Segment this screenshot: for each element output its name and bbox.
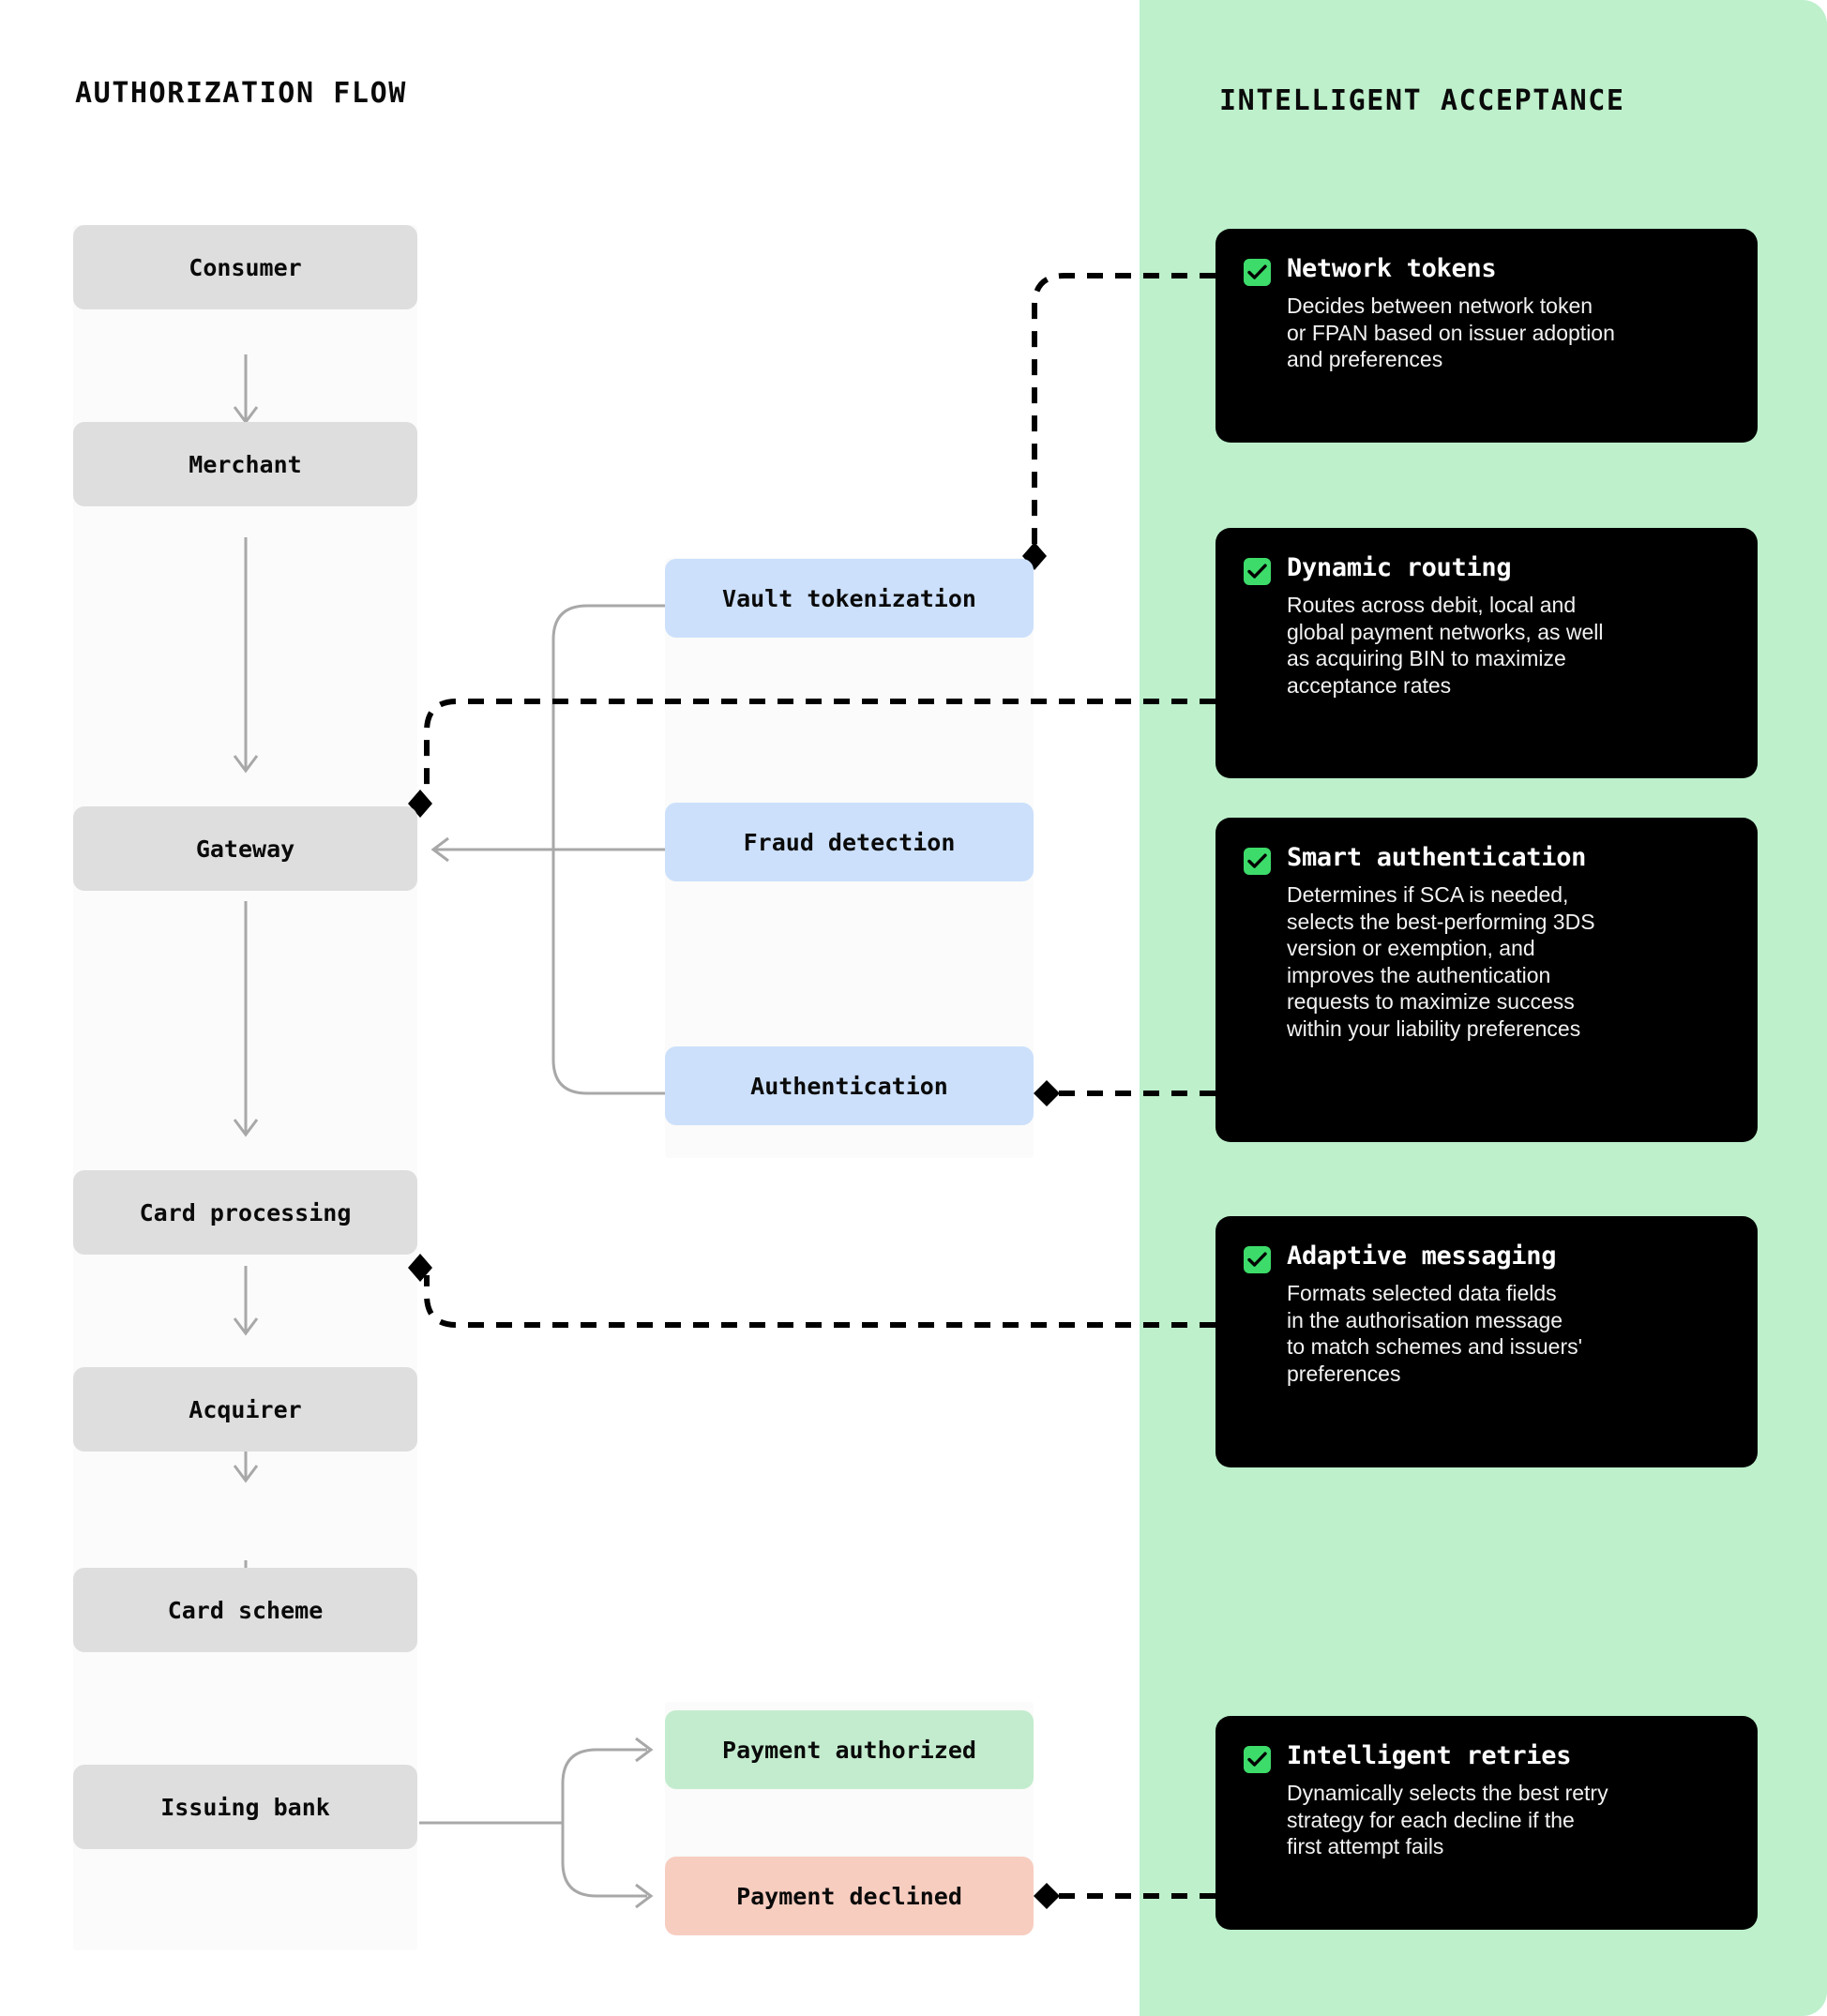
feature-card-adaptive-messaging[interactable]: Adaptive messaging Formats selected data… bbox=[1215, 1216, 1758, 1467]
flow-node-issuing-bank[interactable]: Issuing bank bbox=[73, 1765, 417, 1849]
feature-card-body: Dynamically selects the best retry strat… bbox=[1287, 1781, 1608, 1859]
feature-card-dynamic-routing[interactable]: Dynamic routing Routes across debit, loc… bbox=[1215, 528, 1758, 778]
flow-node-card-scheme[interactable]: Card scheme bbox=[73, 1568, 417, 1652]
authorization-flow-heading: AUTHORIZATION FLOW bbox=[75, 77, 407, 110]
feature-card-title: Smart authentication bbox=[1287, 843, 1587, 872]
feature-card-header: Intelligent retries bbox=[1244, 1742, 1729, 1773]
outcome-box-payment-declined[interactable]: Payment declined bbox=[665, 1857, 1034, 1935]
checkbox-checked-icon[interactable] bbox=[1244, 848, 1271, 875]
feature-card-title: Intelligent retries bbox=[1287, 1741, 1572, 1770]
flow-node-card-processing[interactable]: Card processing bbox=[73, 1170, 417, 1255]
link-diamond bbox=[1034, 1080, 1060, 1106]
feature-card-title: Adaptive messaging bbox=[1287, 1241, 1557, 1271]
service-box-authentication[interactable]: Authentication bbox=[665, 1046, 1034, 1125]
service-brace bbox=[430, 604, 665, 1095]
checkbox-checked-icon[interactable] bbox=[1244, 1746, 1271, 1773]
feature-card-header: Smart authentication bbox=[1244, 844, 1729, 875]
feature-card-header: Network tokens bbox=[1244, 255, 1729, 286]
feature-card-smart-authentication[interactable]: Smart authentication Determines if SCA i… bbox=[1215, 818, 1758, 1142]
flow-node-gateway[interactable]: Gateway bbox=[73, 806, 417, 891]
feature-card-title: Network tokens bbox=[1287, 254, 1497, 283]
link-diamond bbox=[1034, 1883, 1060, 1909]
service-box-vault-tokenization[interactable]: Vault tokenization bbox=[665, 559, 1034, 638]
feature-card-header: Dynamic routing bbox=[1244, 554, 1729, 585]
link-adaptive-messaging bbox=[408, 1254, 1215, 1328]
feature-card-body: Determines if SCA is needed, selects the… bbox=[1287, 882, 1595, 1041]
checkbox-checked-icon[interactable] bbox=[1244, 259, 1271, 286]
outcome-brace bbox=[419, 1737, 654, 1909]
flow-node-merchant[interactable]: Merchant bbox=[73, 422, 417, 506]
feature-card-network-tokens[interactable]: Network tokens Decides between network t… bbox=[1215, 229, 1758, 443]
feature-card-body: Decides between network token or FPAN ba… bbox=[1287, 293, 1615, 372]
flow-node-consumer[interactable]: Consumer bbox=[73, 225, 417, 309]
flow-node-acquirer[interactable]: Acquirer bbox=[73, 1367, 417, 1452]
checkbox-checked-icon[interactable] bbox=[1244, 1246, 1271, 1273]
feature-card-body: Formats selected data fields in the auth… bbox=[1287, 1281, 1583, 1386]
feature-card-title: Dynamic routing bbox=[1287, 553, 1512, 582]
feature-card-intelligent-retries[interactable]: Intelligent retries Dynamically selects … bbox=[1215, 1716, 1758, 1930]
service-box-fraud-detection[interactable]: Fraud detection bbox=[665, 803, 1034, 881]
outcome-box-payment-authorized[interactable]: Payment authorized bbox=[665, 1710, 1034, 1789]
checkbox-checked-icon[interactable] bbox=[1244, 558, 1271, 585]
intelligent-acceptance-heading: INTELLIGENT ACCEPTANCE bbox=[1219, 84, 1625, 117]
feature-card-body: Routes across debit, local and global pa… bbox=[1287, 593, 1604, 698]
feature-card-header: Adaptive messaging bbox=[1244, 1242, 1729, 1273]
